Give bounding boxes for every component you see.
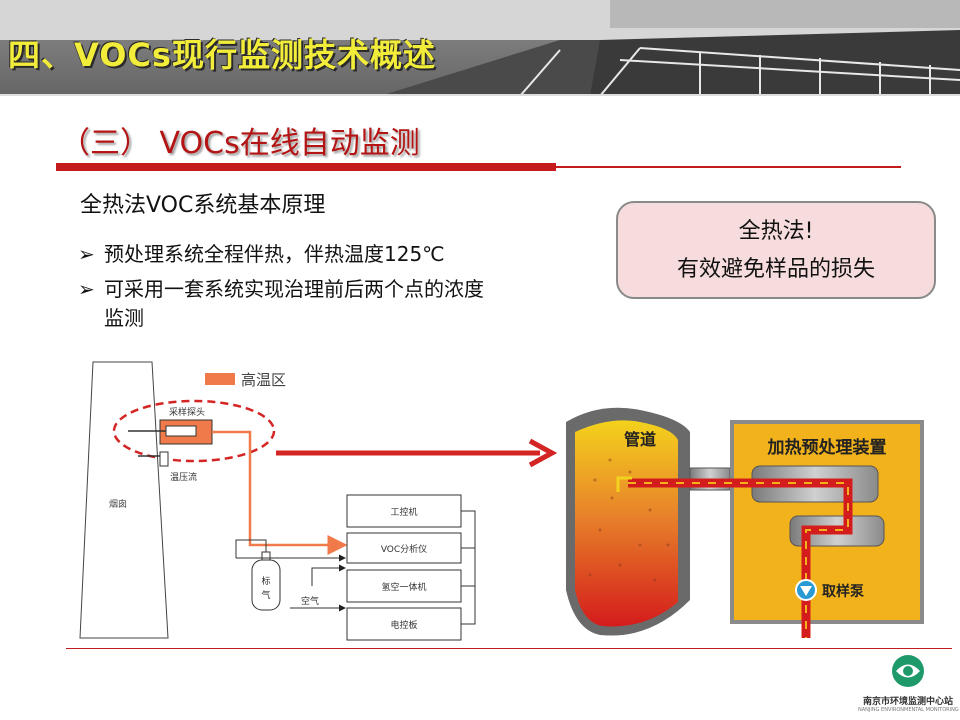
inlet-arrow-icon	[616, 476, 632, 492]
page-title: 四、VOCs现行监测技术概述	[8, 36, 436, 74]
hot-zone-legend-label: 高温区	[241, 371, 286, 389]
bullet-item-1: ➢ 预处理系统全程伴热，伴热温度125℃	[78, 238, 445, 267]
duct-label: 管道	[624, 430, 656, 449]
arrow-bullet-icon: ➢	[78, 277, 95, 301]
org-name: 南京市环境监测中心站	[862, 697, 953, 707]
hydrogen-air-generator-label: 氢空一体机	[381, 581, 426, 593]
bullet-text: 预处理系统全程伴热，伴热温度125℃	[104, 242, 445, 266]
voc-analyzer-box	[346, 532, 462, 564]
chimney-label: 烟囱	[109, 498, 127, 510]
system-schematic: 烟囱 高温区 采样探头 温压流 工控机 VOC分析仪 氢空一体机 电控板 标 气	[79, 361, 924, 641]
probe-label: 采样探头	[169, 406, 205, 418]
sample-pump-label: 取样泵	[822, 583, 864, 600]
callout-line-2: 有效避免样品的损失	[676, 257, 875, 282]
pressure-sensor-label: 温压流	[170, 471, 197, 483]
bullet-text-continued: 监测	[104, 306, 144, 330]
callout-line-1: 全热法!	[738, 219, 814, 244]
voc-analyzer-label: VOC分析仪	[381, 543, 427, 555]
heated-sample-path-flow	[628, 482, 849, 638]
wiring-bracket	[461, 510, 476, 625]
electric-control-board-label: 电控板	[390, 619, 417, 631]
electric-control-board-box	[346, 607, 462, 641]
industrial-pc-box	[346, 494, 462, 528]
hot-zone-ellipse	[112, 399, 276, 463]
diagram-subtitle: 全热法VOC系统基本原理	[80, 193, 326, 218]
air-input-label: 空气	[301, 595, 319, 607]
bullet-item-2: ➢ 可采用一套系统实现治理前后两个点的浓度 监测	[78, 275, 484, 333]
sampling-probe	[128, 419, 213, 467]
org-logo-icon	[892, 655, 924, 687]
gas-cylinder-label-2: 气	[261, 589, 270, 601]
section-title: （三） VOCs在线自动监测	[60, 126, 420, 161]
industrial-pc-label: 工控机	[390, 506, 417, 518]
arrow-bullet-icon: ➢	[78, 242, 95, 266]
heated-sample-line	[212, 430, 348, 555]
section-title-underline	[56, 163, 556, 171]
footer-rule	[66, 648, 952, 649]
section-title-thin-rule	[556, 166, 901, 168]
hydrogen-air-generator-box	[346, 569, 462, 603]
flue-duct-illustration	[566, 407, 690, 636]
big-red-arrow-head	[528, 438, 558, 468]
bullet-text: 可采用一套系统实现治理前后两个点的浓度	[104, 277, 484, 301]
callout-box: 全热法! 有效避免样品的损失	[616, 201, 936, 299]
header-photo-illustration	[0, 0, 960, 96]
header-banner: 四、VOCs现行监测技术概述	[0, 0, 960, 96]
gas-cylinder-label-1: 标	[261, 575, 270, 587]
hot-zone-legend-swatch	[205, 373, 235, 385]
org-logo: 南京市环境监测中心站 NANJING ENVIRONMENTAL MONITOR…	[858, 652, 960, 718]
org-name-english: NANJING ENVIRONMENTAL MONITORING CENTER	[858, 707, 960, 713]
calibration-gas-cylinder	[251, 551, 281, 611]
pretreatment-unit-label: 加热预处理装置	[767, 437, 887, 458]
